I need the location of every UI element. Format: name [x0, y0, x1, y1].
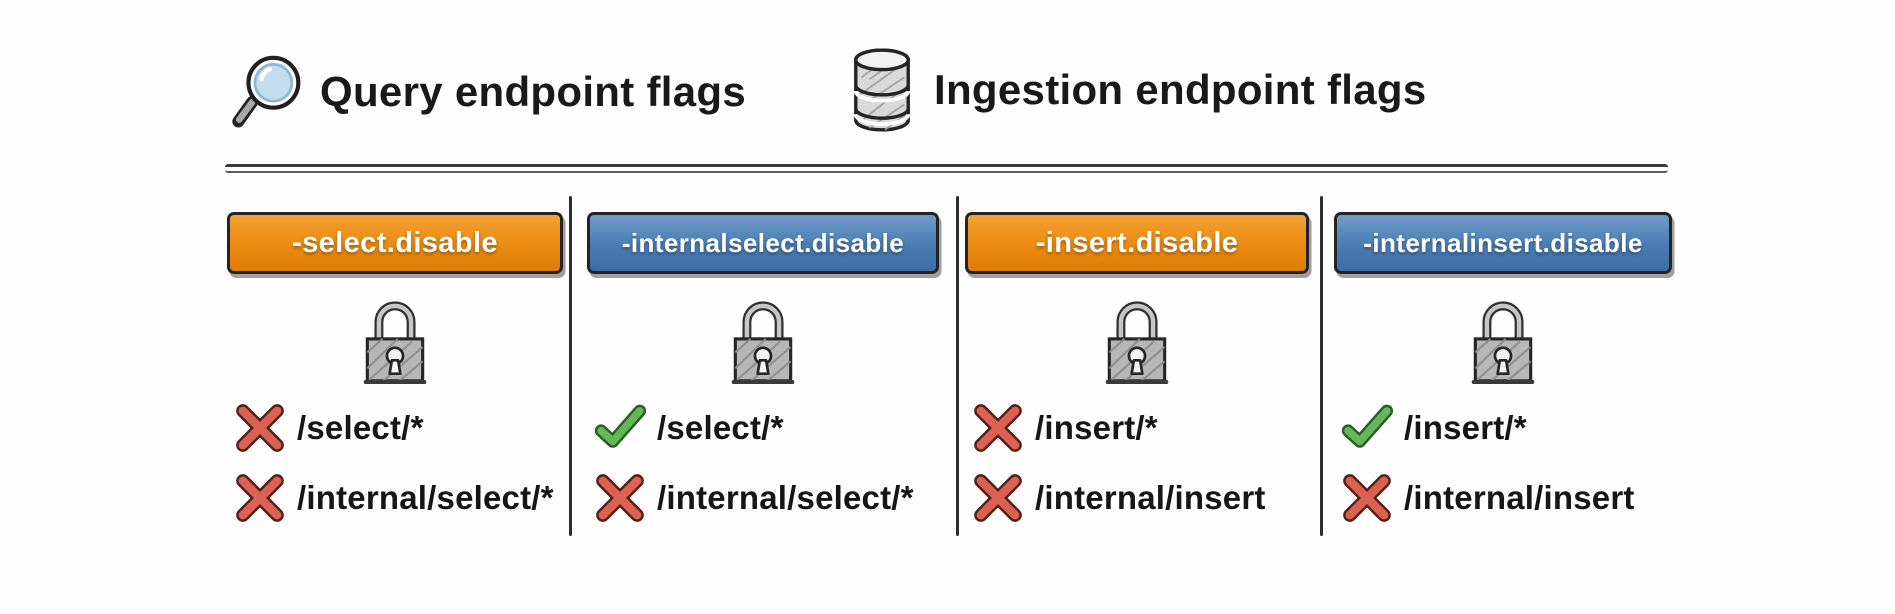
cross-icon — [971, 471, 1025, 525]
cross-icon — [971, 401, 1025, 455]
endpoint-row: /select/* — [593, 398, 939, 458]
endpoint-path: /select/* — [297, 409, 424, 446]
lock-icon — [721, 288, 805, 388]
endpoint-path: /insert/* — [1404, 409, 1527, 446]
flag-column-insert-disable: -insert.disable /insert/* — [965, 196, 1309, 528]
ingestion-header-label: Ingestion endpoint flags — [934, 66, 1427, 113]
endpoint-row: /insert/* — [971, 398, 1309, 458]
cross-icon — [1340, 471, 1394, 525]
endpoint-row: /internal/insert — [1340, 468, 1672, 528]
endpoint-list: /insert/* /internal/insert — [1334, 398, 1672, 528]
endpoint-path: /internal/insert — [1035, 479, 1266, 516]
query-header: Query endpoint flags — [230, 50, 746, 134]
endpoint-path: /insert/* — [1035, 409, 1158, 446]
query-header-label: Query endpoint flags — [320, 68, 747, 115]
endpoint-row: /internal/select/* — [233, 468, 563, 528]
endpoint-list: /insert/* /internal/insert — [965, 398, 1309, 528]
ingestion-header: Ingestion endpoint flags — [848, 44, 1427, 136]
endpoint-row: /internal/select/* — [593, 468, 939, 528]
column-divider — [1320, 196, 1323, 536]
column-divider — [956, 196, 959, 536]
lock-icon — [1461, 288, 1545, 388]
lock-icon — [353, 288, 437, 388]
cross-icon — [233, 471, 287, 525]
lock-icon — [1095, 288, 1179, 388]
flag-badge: -internalselect.disable — [587, 212, 939, 274]
flag-badge: -internalinsert.disable — [1334, 212, 1672, 274]
endpoint-row: /internal/insert — [971, 468, 1309, 528]
check-icon — [1340, 401, 1394, 455]
database-icon — [848, 44, 916, 136]
endpoint-row: /insert/* — [1340, 398, 1672, 458]
flag-column-internalselect-disable: -internalselect.disable /select/* — [587, 196, 939, 528]
endpoint-list: /select/* /internal/select/* — [227, 398, 563, 528]
endpoint-row: /select/* — [233, 398, 563, 458]
flag-column-internalinsert-disable: -internalinsert.disable /insert/* — [1334, 196, 1672, 528]
endpoint-path: /internal/select/* — [657, 479, 914, 516]
cross-icon — [233, 401, 287, 455]
column-divider — [569, 196, 572, 536]
endpoint-path: /select/* — [657, 409, 784, 446]
magnifier-icon — [230, 50, 302, 134]
endpoint-list: /select/* /internal/select/* — [587, 398, 939, 528]
header-separator-line — [225, 164, 1668, 173]
endpoint-path: /internal/select/* — [297, 479, 554, 516]
cross-icon — [593, 471, 647, 525]
flag-badge: -insert.disable — [965, 212, 1309, 274]
check-icon — [593, 401, 647, 455]
flag-column-select-disable: -select.disable /select/* — [227, 196, 563, 528]
flag-badge: -select.disable — [227, 212, 563, 274]
endpoint-path: /internal/insert — [1404, 479, 1635, 516]
